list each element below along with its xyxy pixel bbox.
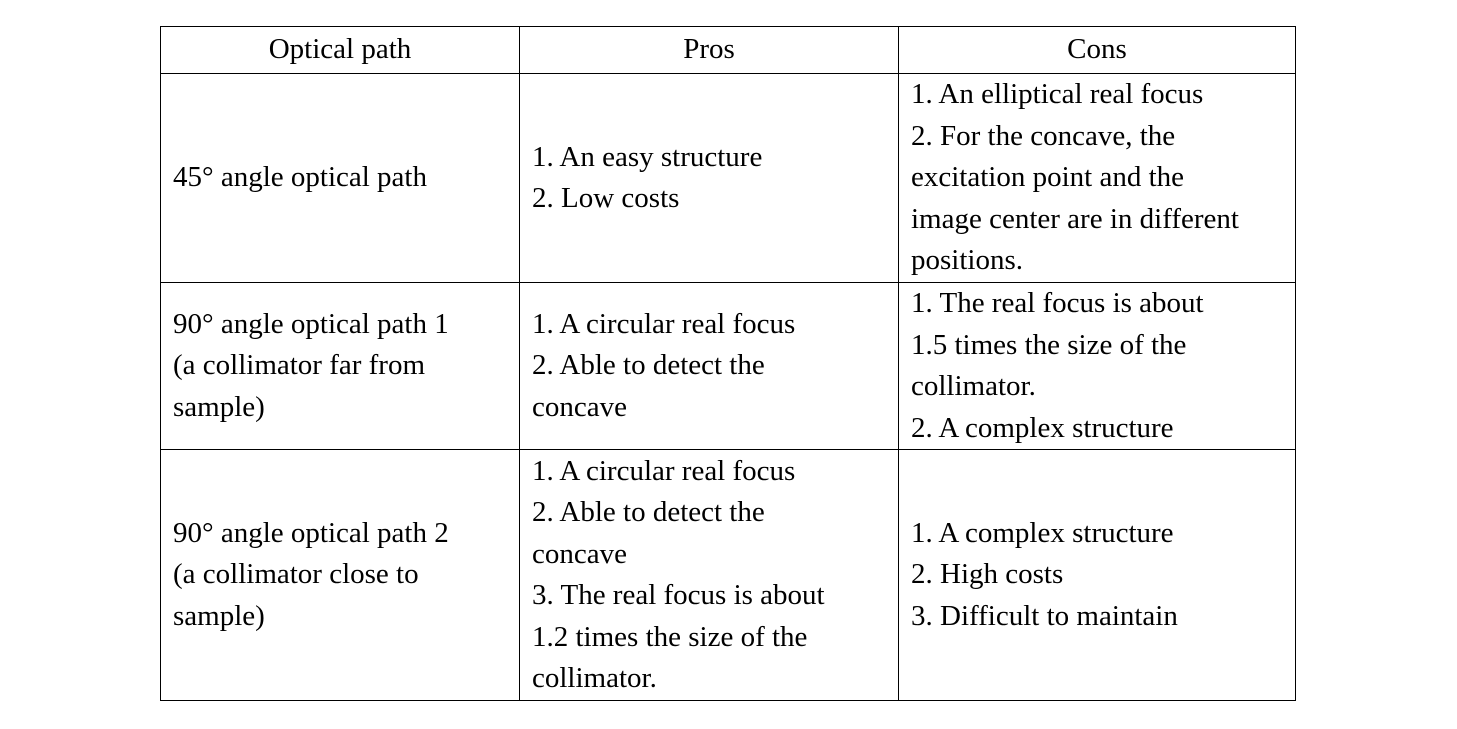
table-row: 90° angle optical path 2 (a collimator c… xyxy=(160,449,1296,701)
cell-line: 3. Difficult to maintain xyxy=(911,599,1178,632)
header-optical-path: Optical path xyxy=(160,26,520,74)
cell-line: 3. The real focus is about xyxy=(532,579,825,611)
cell-pros: 1. A circular real focus 2. Able to dete… xyxy=(519,449,899,701)
cell-optical-path: 45° angle optical path xyxy=(160,73,520,283)
table-body: 45° angle optical path 1. An easy struct… xyxy=(160,73,1296,701)
cell-line: excitation point and the xyxy=(911,161,1185,194)
cell-line: 1.5 times the size of the xyxy=(911,328,1187,361)
cell-line: 1.2 times the size of the xyxy=(532,620,808,653)
table-row: 90° angle optical path 1 (a collimator f… xyxy=(160,282,1296,450)
cell-line: 1. A circular real focus xyxy=(532,454,796,487)
cell-optical-path: 90° angle optical path 2 (a collimator c… xyxy=(160,449,520,701)
cell-line: 1. An elliptical real focus xyxy=(911,78,1204,111)
cell-line: collimator. xyxy=(532,662,657,694)
cell-cons: 1. The real focus is about 1.5 times the… xyxy=(898,282,1296,450)
cell-line: (a collimator far from xyxy=(173,349,426,382)
comparison-table: Optical path Pros Cons 45° angle optical… xyxy=(160,26,1296,701)
cell-pros: 1. A circular real focus 2. Able to dete… xyxy=(519,282,899,450)
cell-line: concave xyxy=(532,537,627,570)
cell-line: positions. xyxy=(911,244,1023,277)
cell-line: 2. For the concave, the xyxy=(911,119,1176,152)
cell-line: 1. A circular real focus xyxy=(532,307,796,340)
cell-line: 2. Low costs xyxy=(532,182,680,214)
cell-line: sample) xyxy=(173,390,265,423)
cell-line: image center are in different xyxy=(911,202,1239,235)
table-header: Optical path Pros Cons xyxy=(160,26,1296,74)
header-pros: Pros xyxy=(519,26,899,74)
cell-line: 45° angle optical path xyxy=(173,161,427,194)
cell-pros: 1. An easy structure 2. Low costs xyxy=(519,73,899,283)
cell-line: 1. The real focus is about xyxy=(911,287,1204,319)
cell-line: 1. An easy structure xyxy=(532,140,763,173)
cell-line: 2. A complex structure xyxy=(911,411,1174,444)
cell-line: 1. A complex structure xyxy=(911,516,1174,549)
cell-line: 90° angle optical path 2 xyxy=(173,516,449,549)
header-row: Optical path Pros Cons xyxy=(160,26,1296,74)
table-row: 45° angle optical path 1. An easy struct… xyxy=(160,73,1296,283)
cell-line: concave xyxy=(532,390,627,423)
cell-line: sample) xyxy=(173,599,265,632)
cell-line: 2. Able to detect the xyxy=(532,349,765,382)
header-cons: Cons xyxy=(898,26,1296,74)
cell-optical-path: 90° angle optical path 1 (a collimator f… xyxy=(160,282,520,450)
cell-cons: 1. An elliptical real focus 2. For the c… xyxy=(898,73,1296,283)
cell-line: 2. High costs xyxy=(911,558,1064,591)
cell-cons: 1. A complex structure 2. High costs 3. … xyxy=(898,449,1296,701)
cell-line: 90° angle optical path 1 xyxy=(173,307,449,340)
cell-line: (a collimator close to xyxy=(173,558,419,591)
cell-line: 2. Able to detect the xyxy=(532,496,765,528)
cell-line: collimator. xyxy=(911,370,1036,402)
